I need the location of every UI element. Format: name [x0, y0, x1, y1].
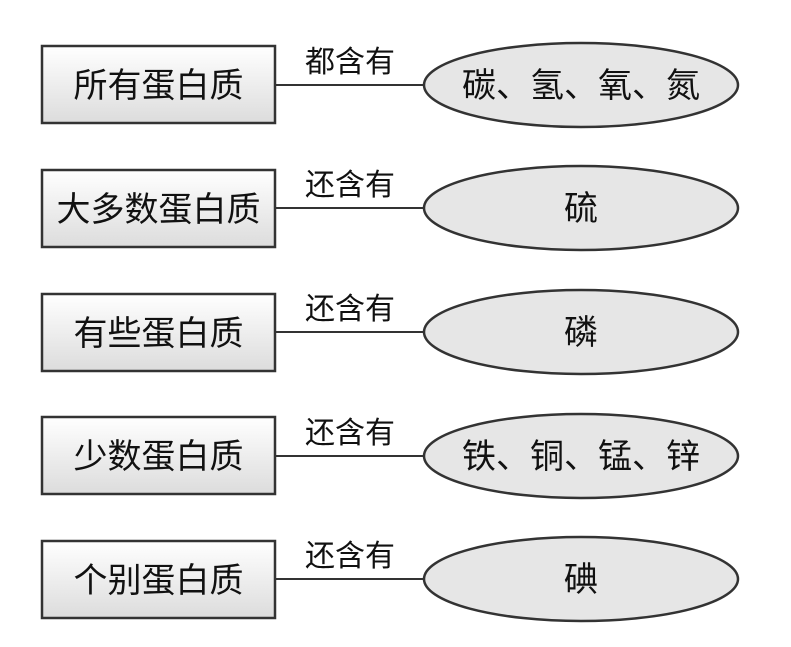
subject-label: 少数蛋白质 — [74, 437, 244, 477]
subject-label: 有些蛋白质 — [74, 314, 244, 354]
element-label: 铁、铜、锰、锌 — [462, 437, 700, 477]
element-label: 碳、氢、氧、氮 — [462, 66, 700, 106]
diagram-row: 大多数蛋白质 还含有 硫 — [40, 164, 740, 252]
diagram-row: 个别蛋白质 还含有 碘 — [40, 535, 740, 623]
relation-label: 还含有 — [305, 168, 395, 203]
element-ellipse — [422, 412, 740, 500]
subject-box — [40, 415, 277, 496]
element-label: 硫 — [564, 189, 598, 229]
relation-label: 还含有 — [305, 539, 395, 574]
element-label: 磷 — [564, 313, 598, 353]
element-ellipse — [422, 41, 740, 129]
subject-box — [40, 44, 277, 125]
diagram-row: 少数蛋白质 还含有 铁、铜、锰、锌 — [40, 412, 740, 500]
subject-label: 个别蛋白质 — [74, 561, 244, 601]
subject-label: 大多数蛋白质 — [57, 190, 261, 230]
relation-label: 还含有 — [305, 292, 395, 327]
element-ellipse — [422, 535, 740, 623]
element-ellipse — [422, 288, 740, 376]
subject-box — [40, 539, 277, 620]
element-ellipse — [422, 164, 740, 252]
subject-box — [40, 168, 277, 249]
subject-label: 所有蛋白质 — [74, 66, 244, 106]
diagram-row: 有些蛋白质 还含有 磷 — [40, 288, 740, 376]
relation-label: 还含有 — [305, 416, 395, 451]
relation-label: 都含有 — [305, 45, 395, 80]
element-label: 碘 — [564, 560, 598, 600]
diagram-row: 所有蛋白质 都含有 碳、氢、氧、氮 — [40, 41, 740, 129]
